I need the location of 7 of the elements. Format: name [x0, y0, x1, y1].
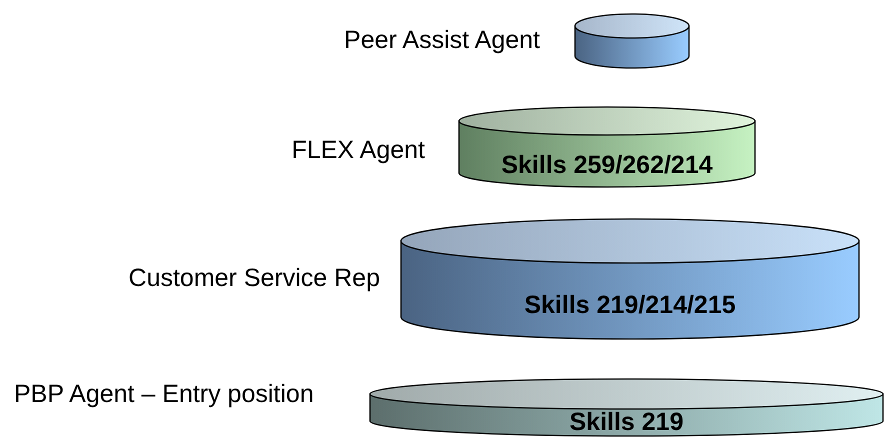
skills-text: Skills 219	[570, 408, 684, 436]
skills-text: Skills 219/214/215	[524, 291, 736, 319]
tier-label: PBP Agent – Entry position	[14, 380, 314, 408]
skills-text: Skills 259/262/214	[501, 151, 713, 179]
tier-label: Customer Service Rep	[128, 264, 380, 292]
tier-label: FLEX Agent	[292, 136, 425, 164]
tier-label: Peer Assist Agent	[344, 26, 540, 54]
